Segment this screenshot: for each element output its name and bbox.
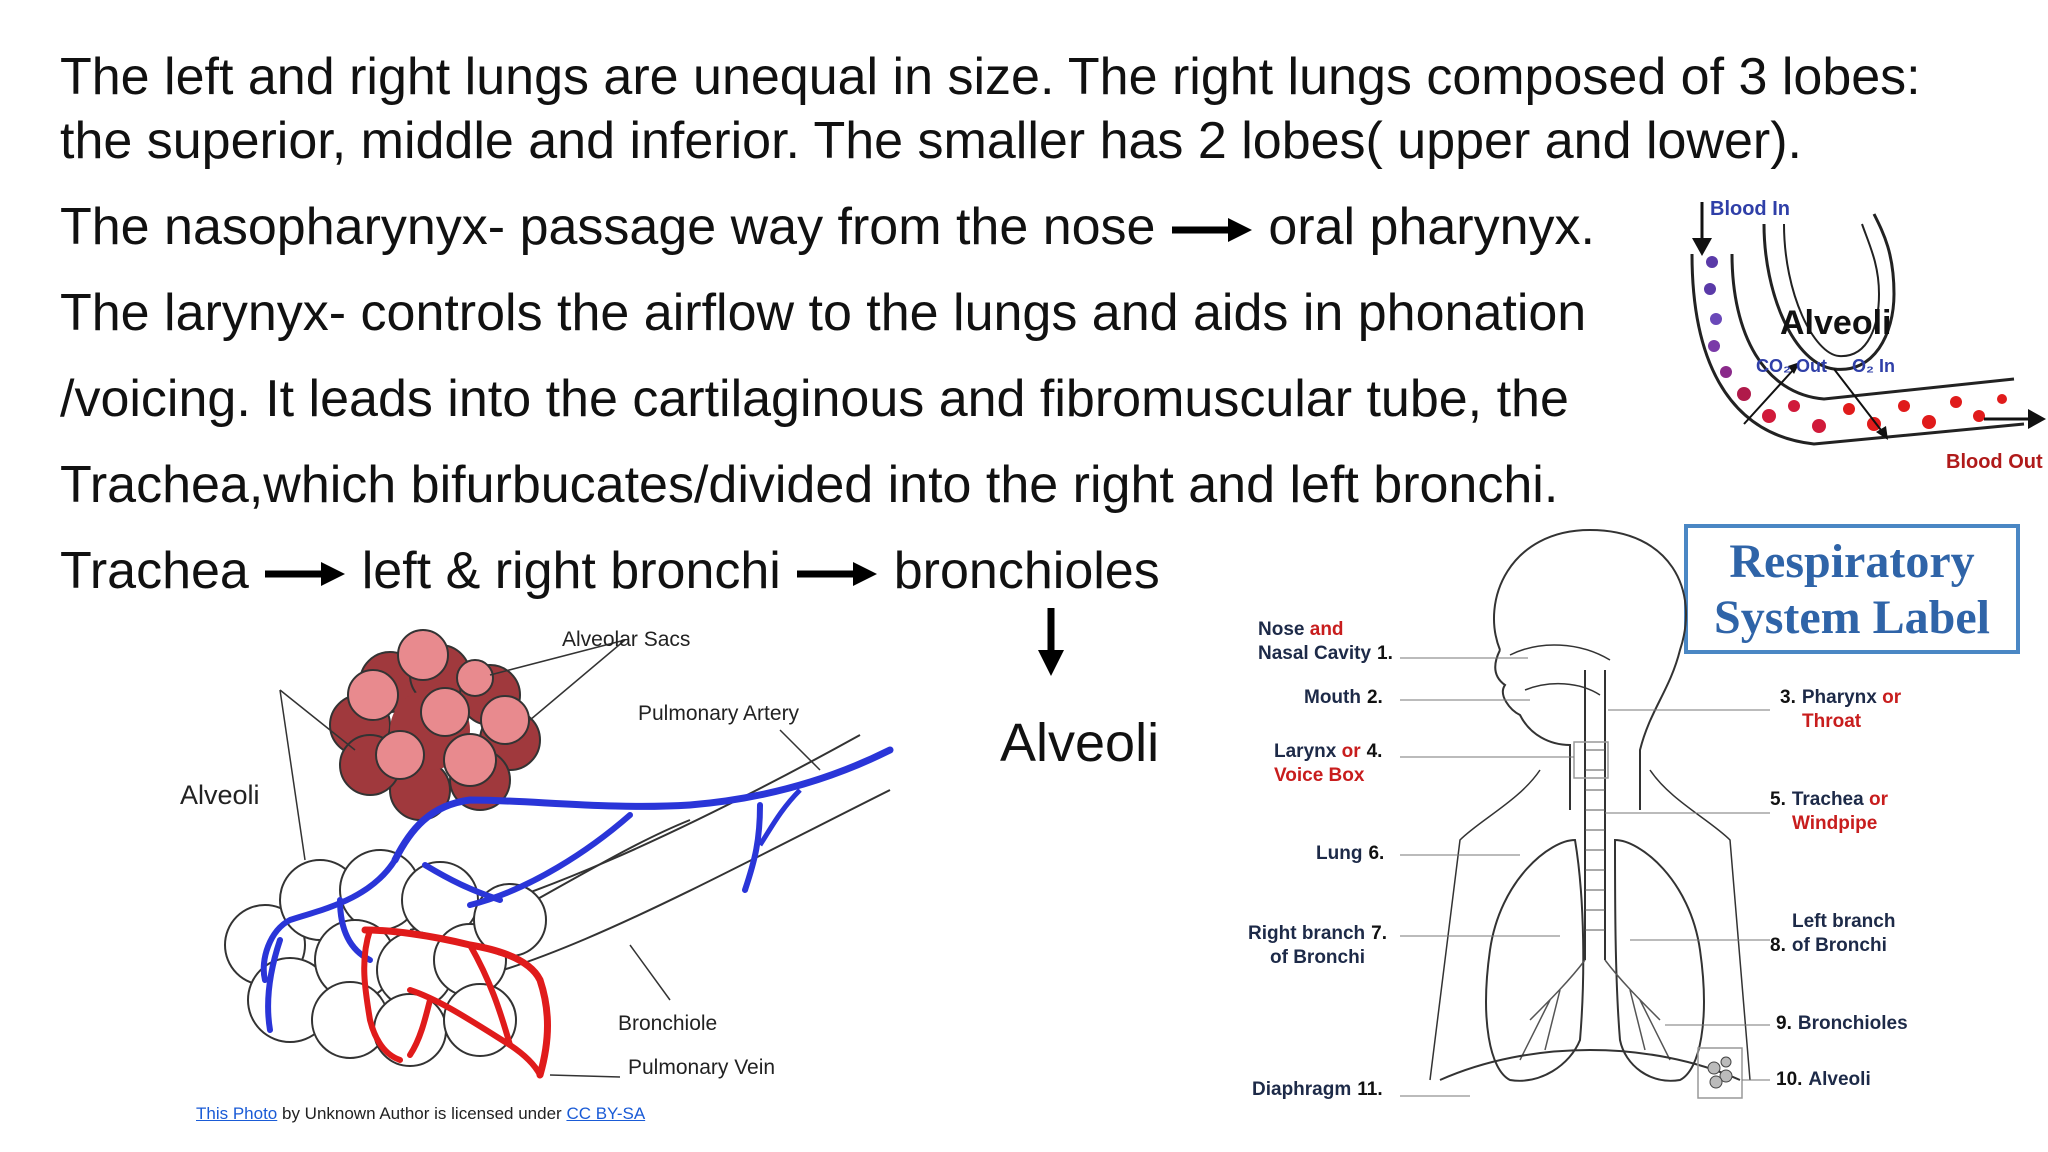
rs-label-8: Left branch 8.of Bronchi <box>1770 911 1896 956</box>
rs-label-9: 9.Bronchioles <box>1776 1013 1908 1034</box>
flow-alveoli: Alveoli <box>1000 713 1160 773</box>
respiratory-title-line2: System Label <box>1714 591 1990 644</box>
label-alveoli: Alveoli <box>180 780 260 810</box>
label-bronchiole: Bronchiole <box>618 1012 717 1035</box>
respiratory-figure <box>1400 528 1770 1099</box>
right-arrow-icon <box>797 562 878 587</box>
respiratory-title-line1: Respiratory <box>1729 535 1975 588</box>
down-arrow-icon <box>1038 608 1064 676</box>
body-line-3: The nasopharynyx- passage way from the n… <box>60 196 1595 258</box>
label-blood-out: Blood Out <box>1946 451 2043 473</box>
right-arrow-icon <box>1171 218 1252 243</box>
label-blood-in: Blood In <box>1710 198 1790 220</box>
body-line-4: The larynyx- controls the airflow to the… <box>60 284 1587 342</box>
respiratory-title-box: Respiratory System Label <box>1684 524 2020 654</box>
body-line-1: The left and right lungs are unequal in … <box>60 48 1921 106</box>
flow-line: Trachea left & right bronchi bronchioles <box>60 540 1160 602</box>
credit-license-link[interactable]: CC BY-SA <box>566 1104 646 1123</box>
flow-trachea: Trachea <box>60 542 249 600</box>
body-line-5: /voicing. It leads into the cartilaginou… <box>60 370 1569 428</box>
nasopharynx-text: The nasopharynyx- passage way from the n… <box>60 198 1156 256</box>
label-alveoli-exchange: Alveoli <box>1780 304 1891 342</box>
gas-exchange-diagram: Blood In Alveoli CO₂ Out O₂ In Blood Out <box>1690 198 2046 473</box>
oral-pharynx-text: oral pharynyx. <box>1268 198 1595 256</box>
photo-credit: This Photo by Unknown Author is licensed… <box>196 1104 645 1124</box>
body-line-2: the superior, middle and inferior. The s… <box>60 112 1802 170</box>
label-alveolar-sacs: Alveolar Sacs <box>562 628 690 651</box>
label-pulmonary-vein: Pulmonary Vein <box>628 1056 775 1079</box>
credit-text: by Unknown Author is licensed under <box>277 1104 567 1123</box>
rs-label-3: 3.Pharynx or Throat <box>1780 687 1902 732</box>
label-o2-in: O₂ In <box>1852 356 1895 376</box>
label-co2-out: CO₂ Out <box>1756 356 1827 376</box>
body-line-6: Trachea,which bifurbucates/divided into … <box>60 456 1559 514</box>
flow-bronchioles: bronchioles <box>893 542 1160 600</box>
rs-label-5: 5.Trachea or Windpipe <box>1770 789 1888 834</box>
right-arrow-icon <box>265 562 346 587</box>
alveoli-diagram: Alveolar Sacs Pulmonary Artery Alveoli B… <box>180 628 894 1079</box>
flow-bronchi: left & right bronchi <box>361 542 781 600</box>
label-pulmonary-artery: Pulmonary Artery <box>638 702 800 725</box>
rs-label-10: 10.Alveoli <box>1776 1069 1871 1090</box>
credit-photo-link[interactable]: This Photo <box>196 1104 278 1123</box>
